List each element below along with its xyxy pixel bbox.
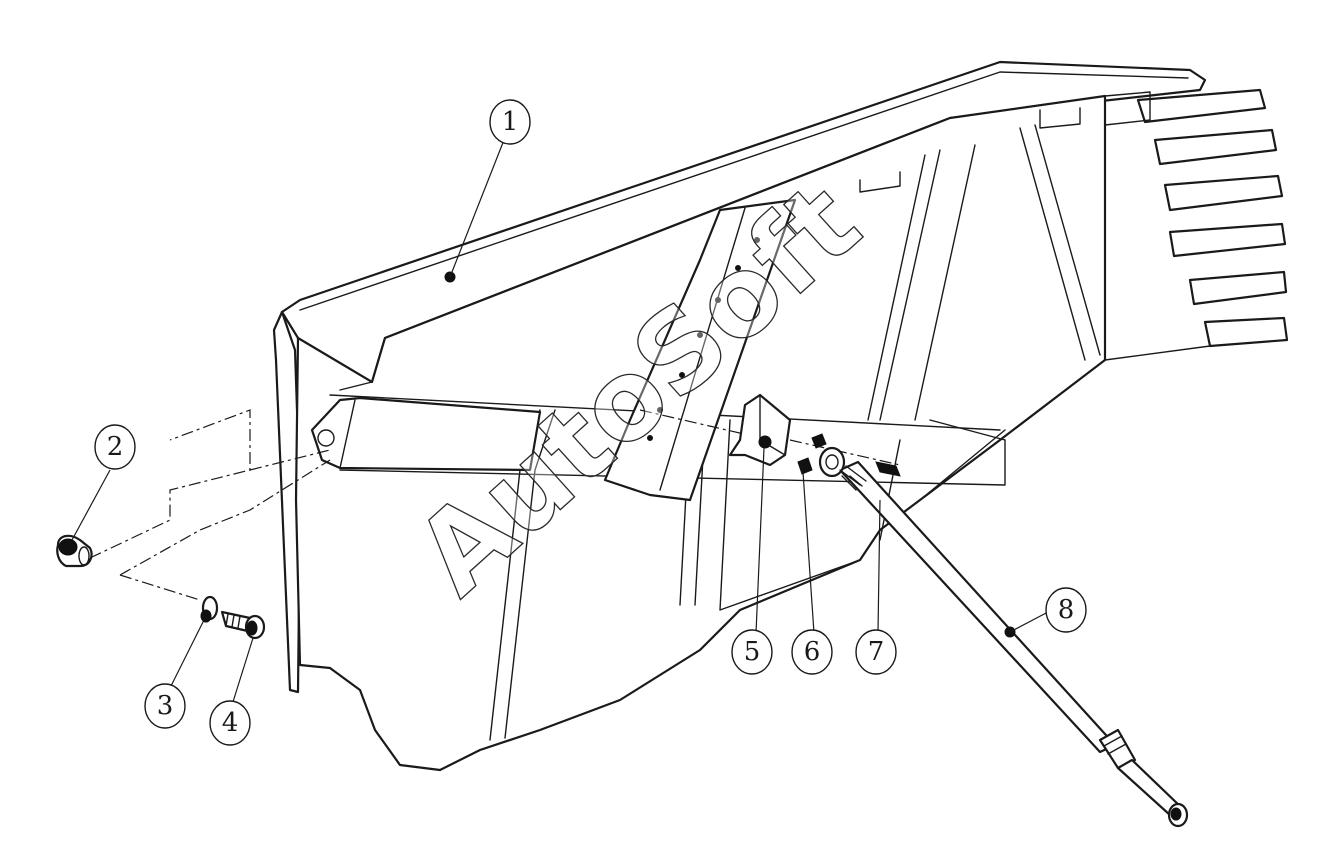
callout-3: 3 xyxy=(144,683,186,729)
callout-1: 1 xyxy=(489,99,531,145)
callout-8: 8 xyxy=(1045,587,1087,633)
callout-6-label: 6 xyxy=(804,637,821,667)
callout-2-label: 2 xyxy=(107,432,124,462)
fender-assembly xyxy=(272,60,1289,772)
part-8-rod xyxy=(818,446,1189,828)
callout-1-label: 1 xyxy=(502,107,519,137)
callout-3-label: 3 xyxy=(157,691,174,721)
fender-mount-bracket xyxy=(310,396,542,472)
callout-7-label: 7 xyxy=(868,637,885,667)
part-5-bracket xyxy=(728,393,792,467)
callout-6: 6 xyxy=(791,629,833,675)
part-4-bolt xyxy=(220,610,266,640)
callout-leaders xyxy=(71,139,1049,706)
part-2-cap xyxy=(56,534,93,568)
callout-7: 7 xyxy=(855,629,897,675)
callout-4: 4 xyxy=(209,700,251,746)
callout-5: 5 xyxy=(731,629,773,675)
callout-4-label: 4 xyxy=(222,708,239,738)
callout-5-label: 5 xyxy=(744,637,761,667)
part-3-washer xyxy=(200,595,219,623)
part-6-nuts xyxy=(797,433,827,475)
callout-8-label: 8 xyxy=(1058,595,1075,625)
fender-hanger-strap xyxy=(603,198,797,502)
fender-front-plate xyxy=(272,310,302,694)
callout-2: 2 xyxy=(94,424,136,470)
assembly-lines xyxy=(89,409,901,601)
fender-louvers xyxy=(1104,88,1289,361)
